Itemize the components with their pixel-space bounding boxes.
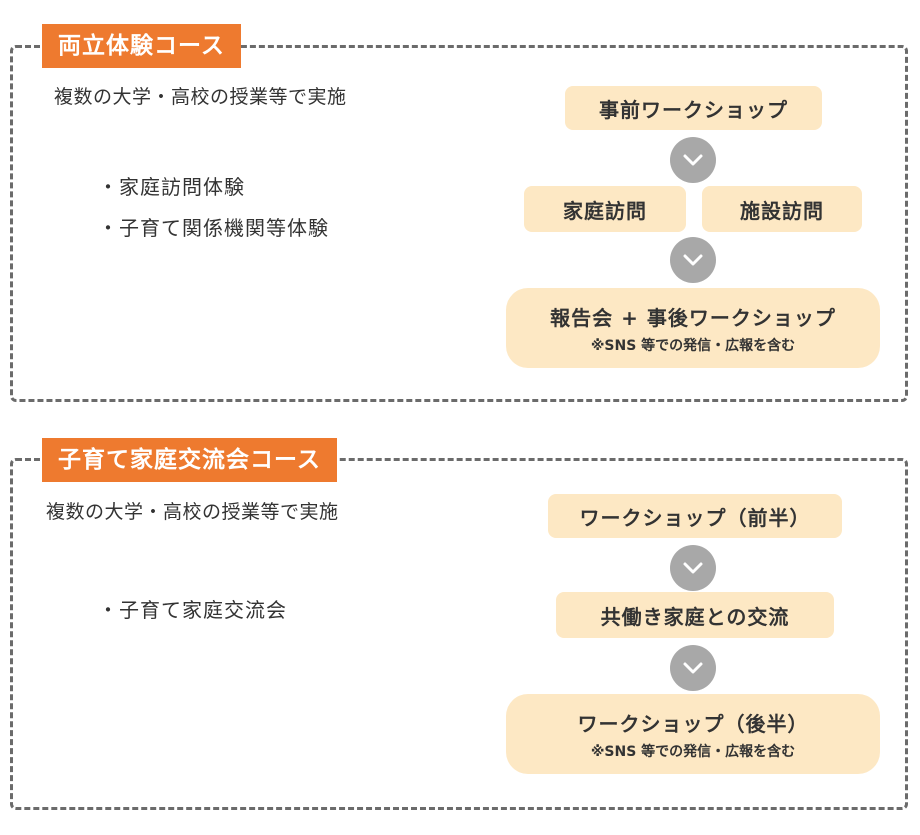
flow-step-facility-visit: 施設訪問	[702, 186, 862, 232]
bullet-item: ・子育て家庭交流会	[98, 598, 287, 622]
course-title: 子育て家庭交流会コース	[42, 438, 337, 482]
flow-step-family-exchange: 共働き家庭との交流	[556, 592, 834, 638]
course-box-kosodate	[10, 458, 908, 810]
chevron-down-icon	[670, 237, 716, 283]
step-label: 事前ワークショップ	[599, 97, 788, 122]
step-label: 施設訪問	[740, 198, 824, 223]
bullet-item: ・子育て関係機関等体験	[98, 216, 329, 240]
chevron-down-icon	[670, 545, 716, 591]
step-label: ワークショップ（後半）	[577, 711, 809, 736]
step-label: 共働き家庭との交流	[600, 604, 790, 629]
course-subtitle: 複数の大学・高校の授業等で実施	[46, 501, 339, 523]
step-label: 家庭訪問	[563, 198, 647, 223]
chevron-down-icon	[670, 137, 716, 183]
flow-step-report-workshop: 報告会 + 事後ワークショップ ※SNS 等での発信・広報を含む	[506, 288, 880, 368]
step-label: 報告会 + 事後ワークショップ	[550, 305, 836, 330]
course-box-ryoritsu	[10, 45, 908, 402]
step-label: ワークショップ（前半）	[579, 505, 811, 530]
step-note: ※SNS 等での発信・広報を含む	[590, 743, 796, 760]
flow-step-workshop-second: ワークショップ（後半） ※SNS 等での発信・広報を含む	[506, 694, 880, 774]
chevron-down-icon	[670, 645, 716, 691]
course-subtitle: 複数の大学・高校の授業等で実施	[54, 86, 347, 108]
course-title: 両立体験コース	[42, 24, 241, 68]
flow-step-pre-workshop: 事前ワークショップ	[565, 86, 822, 130]
flow-step-workshop-first: ワークショップ（前半）	[548, 494, 842, 538]
bullet-item: ・家庭訪問体験	[98, 175, 245, 199]
flow-step-home-visit: 家庭訪問	[524, 186, 686, 232]
step-note: ※SNS 等での発信・広報を含む	[590, 337, 796, 354]
